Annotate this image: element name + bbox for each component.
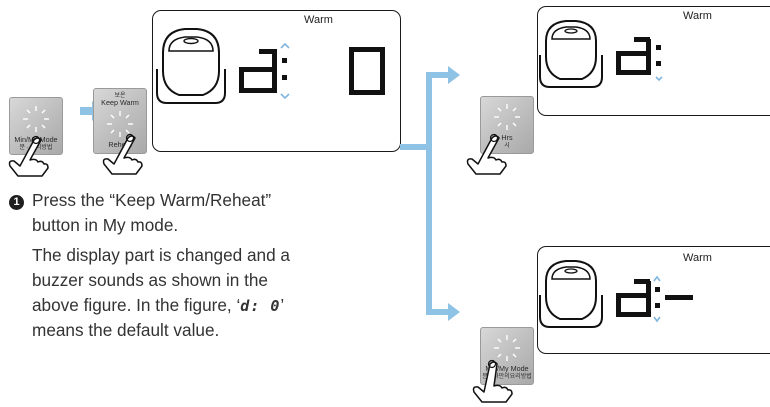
pressing-hand-icon [472,359,513,403]
segment-d [239,49,277,93]
instruction-line-2: button in My mode. [32,215,179,235]
hrs-button[interactable]: Hrs 시 [480,96,534,154]
instruction-line-6: means the default value. [32,320,220,340]
pressing-hand-icon [466,133,507,175]
dial-ring-icon [23,106,49,132]
keep-warm-reheat-button[interactable]: 보온 Keep Warm Reheat [93,88,147,154]
instruction-line-1: Press the “Keep Warm/Reheat” [32,190,272,210]
warm-indicator: Warm [683,10,712,22]
instruction-line-3: The display part is changed and a [32,245,290,265]
rice-cooker-icon [539,260,603,328]
colon-blink [280,42,290,100]
segment-zero [349,47,385,95]
display-graphics [539,20,663,88]
pressing-hand-icon [102,133,143,175]
branch-arrow [400,66,460,321]
segment-d [616,37,651,75]
pressing-hand-icon [8,135,49,177]
segment-d [616,279,651,317]
button-label: Keep Warm [101,98,139,107]
dial-ring-icon [107,111,133,137]
step-number-badge: 1 [9,195,24,210]
display-code: d: 0 [240,297,281,315]
display-graphics [539,260,693,328]
button-label: Hrs [501,133,513,142]
warm-indicator: Warm [683,252,712,264]
button-sublabel: 분 · 나만의요리방법 [482,374,532,380]
instruction-line-5-post: ’ [280,295,285,315]
segment-dash [665,295,693,300]
instruction-line-5-pre: above figure. In the figure, ‘ [32,295,241,315]
button-sublabel: 시 [504,143,510,149]
dial-ring-icon [494,104,520,130]
warm-indicator: Warm [304,14,333,26]
button-label: Min/My Mode [485,364,529,373]
button-label-bottom: Reheat [108,140,132,149]
dial-ring-icon [494,335,520,361]
display-panel-hrs-result: Warm [537,6,770,116]
rice-cooker-icon [156,28,226,104]
display-panel-main: Warm [152,10,401,152]
display-graphics [156,28,385,104]
instruction-line-5: above figure. In the figure, ‘d: 0’ [32,293,284,319]
instruction-line-4: buzzer sounds as shown in the [32,270,268,290]
rice-cooker-icon [539,20,603,88]
display-panel-min-result: Warm [537,246,770,354]
button-label-kr: 보온 [114,93,126,99]
